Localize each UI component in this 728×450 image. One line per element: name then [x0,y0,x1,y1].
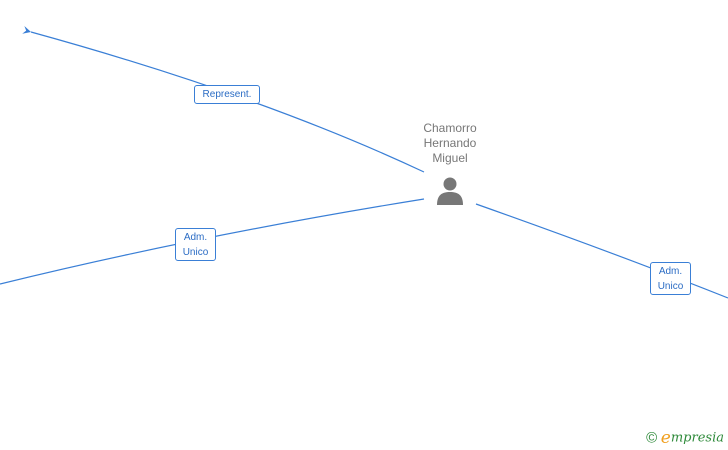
empresia-brand[interactable]: © empresia [646,428,724,448]
person-icon [437,177,463,205]
offscreen-node-fragment [0,0,8,30]
edge-label-adm-unico-right[interactable]: Adm. Unico [650,262,691,295]
edge-label-text-line-2: Unico [657,281,684,292]
person-name: Chamorro Hernando Miguel [405,121,495,166]
brand-name: mpresia [670,430,724,446]
edge-adm-right[interactable] [475,203,728,299]
person-name-line-1: Chamorro [423,121,477,135]
person-name-line-2: Hernando [423,136,477,150]
person-node-chamorro[interactable]: Chamorro Hernando Miguel [405,121,495,206]
edge-label-text-line-1: Adm. [658,266,683,277]
copyright-icon: © [646,429,658,447]
brand-initial: e [660,428,671,448]
edge-label-text: Represent. [202,89,252,100]
person-name-line-3: Miguel [432,151,468,165]
edge-label-text-line-2: Unico [182,247,209,258]
edge-label-adm-unico-left[interactable]: Adm. Unico [175,228,216,261]
edge-label-represent[interactable]: Represent. [194,85,260,104]
edge-label-text-line-1: Adm. [183,232,208,243]
